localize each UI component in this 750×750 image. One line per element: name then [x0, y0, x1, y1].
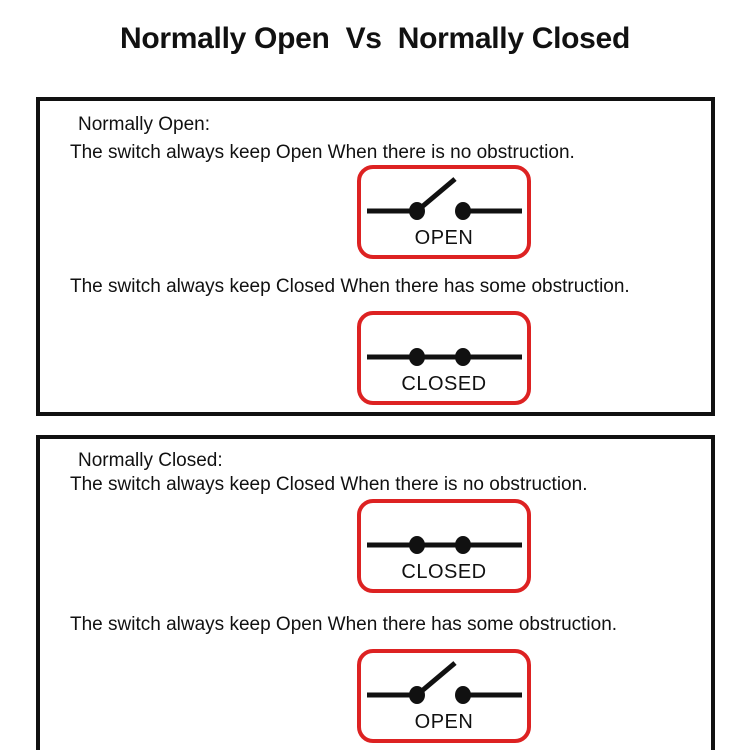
open-switch-symbol [367, 177, 522, 220]
switch-state-label: CLOSED [401, 561, 487, 583]
switch-card-closed: CLOSED [357, 499, 531, 593]
switch-state-label: OPEN [414, 711, 474, 733]
switch-card-open: OPEN [357, 649, 531, 743]
description-text: The switch always keep Closed When there… [70, 276, 630, 297]
switch-state-label: CLOSED [401, 373, 487, 395]
switch-card-closed: CLOSED [357, 311, 531, 405]
open-switch-symbol [367, 661, 522, 704]
page-title: Normally Open Vs Normally Closed [120, 22, 630, 55]
description-text: The switch always keep Open When there i… [70, 142, 575, 163]
panel-heading: Normally Closed: [78, 450, 223, 471]
panel-heading: Normally Open: [78, 114, 210, 135]
closed-switch-symbol [367, 348, 522, 366]
switch-state-label: OPEN [414, 227, 474, 249]
description-text: The switch always keep Closed When there… [70, 474, 588, 495]
panel-normally-open: Normally Open: The switch always keep Op… [36, 97, 715, 416]
description-text: The switch always keep Open When there h… [70, 614, 618, 635]
diagram-page: Normally Open Vs Normally Closed Normall… [0, 22, 750, 750]
closed-switch-symbol [367, 536, 522, 554]
panel-normally-closed: Normally Closed: The switch always keep … [36, 435, 715, 750]
switch-card-open: OPEN [357, 165, 531, 259]
